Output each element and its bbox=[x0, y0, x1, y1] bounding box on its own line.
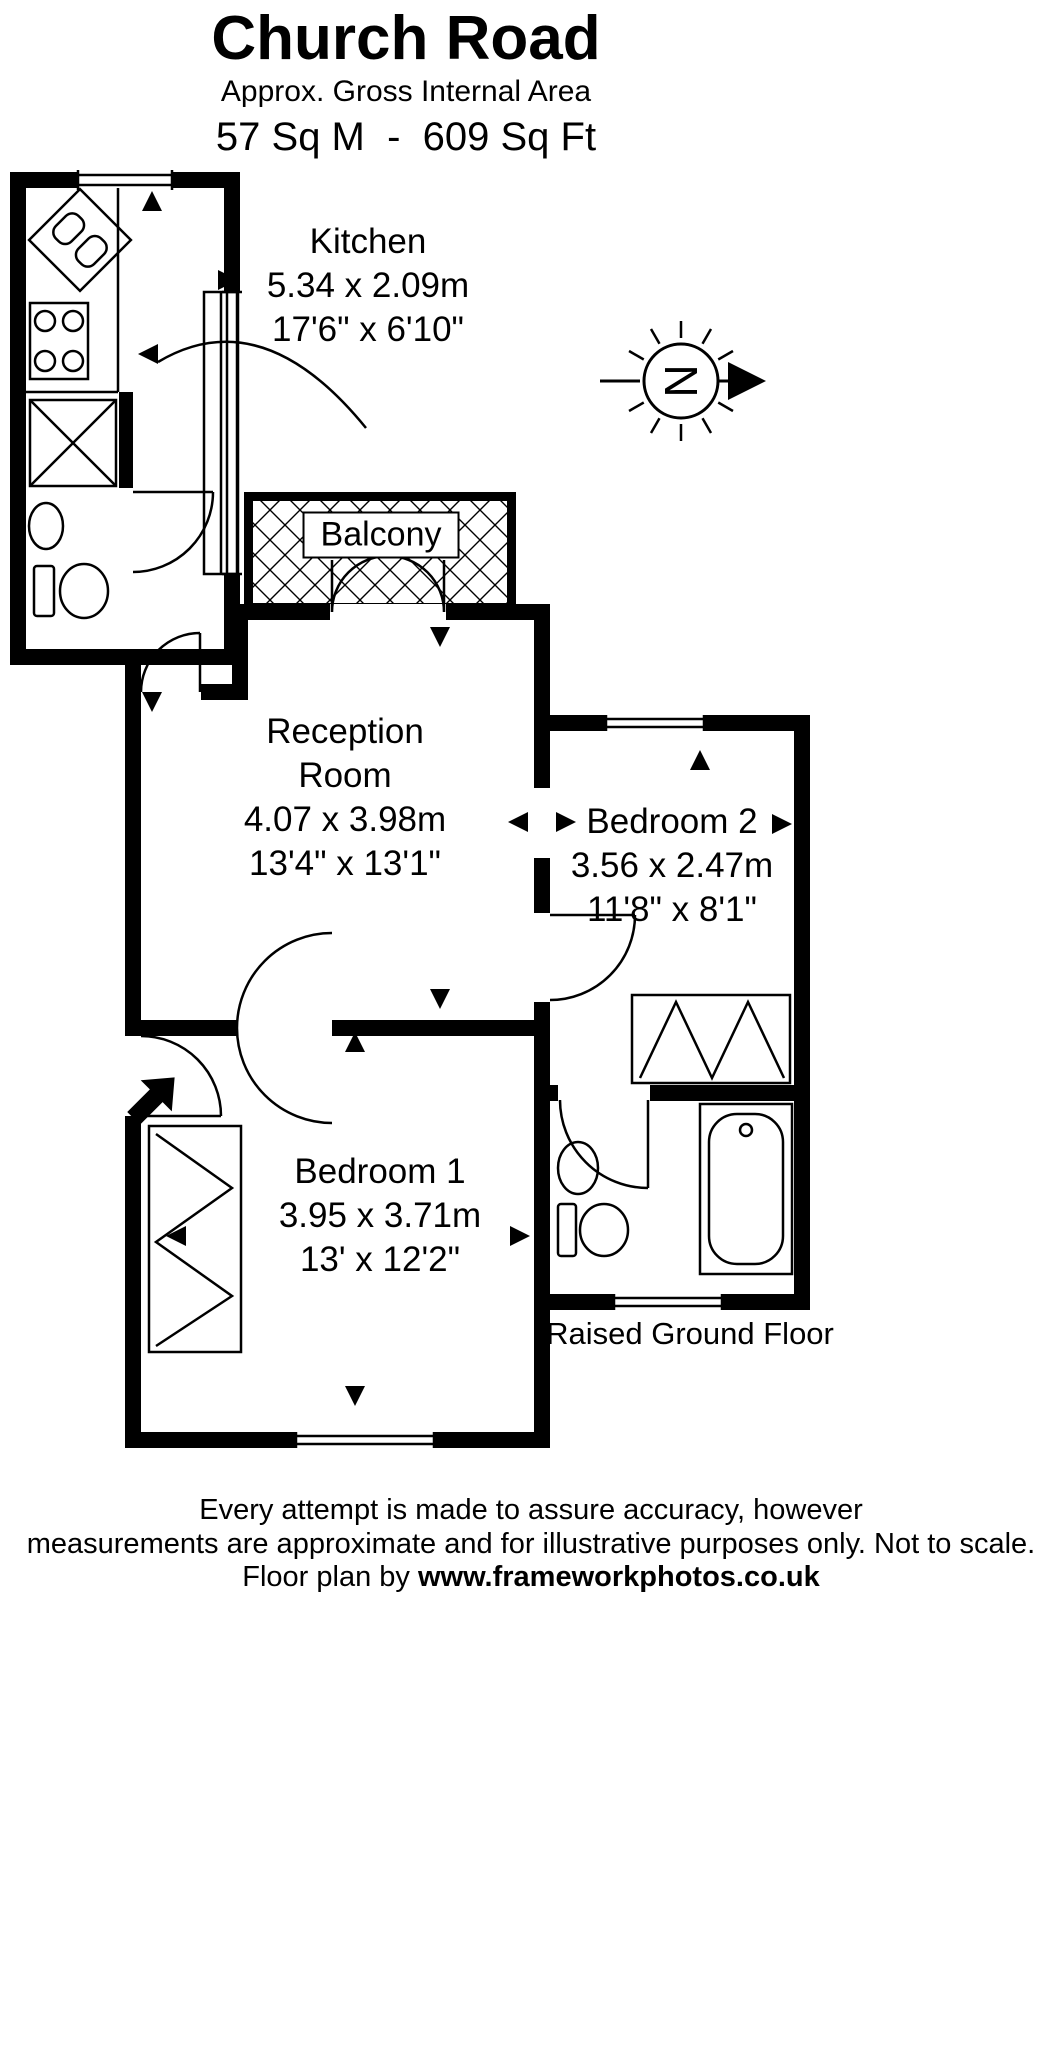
plan-header: Church Road Approx. Gross Internal Area … bbox=[0, 6, 812, 160]
credit-url: www.frameworkphotos.co.uk bbox=[417, 1561, 820, 1594]
bathroom-window bbox=[612, 1294, 724, 1310]
camera-arrow-icon bbox=[138, 344, 158, 364]
wc-door bbox=[132, 490, 215, 574]
room-dim-imperial: 13'4" x 13'1" bbox=[249, 844, 441, 884]
room-name: Bedroom 1 bbox=[294, 1152, 466, 1191]
bedroom2-wardrobe-icon bbox=[630, 993, 792, 1085]
room-dim-imperial: 17'6" x 6'10" bbox=[272, 310, 464, 350]
kitchen-fixtures bbox=[26, 187, 133, 620]
balcony-doors bbox=[330, 554, 446, 613]
bedroom1-wardrobe-icon bbox=[147, 1124, 243, 1354]
counter-line bbox=[26, 188, 120, 394]
bedroom2-door bbox=[549, 913, 637, 1002]
camera-arrow-icon bbox=[772, 814, 792, 834]
doors bbox=[132, 340, 650, 1190]
floor-name: Raised Ground Floor bbox=[546, 1316, 834, 1351]
room-dim-imperial: 11'8" x 8'1" bbox=[587, 890, 757, 930]
camera-arrow-icon bbox=[430, 989, 450, 1009]
camera-arrow-icon bbox=[508, 812, 528, 832]
camera-arrow-icon bbox=[142, 191, 162, 211]
room-dim-metric: 3.95 x 3.71m bbox=[278, 1196, 482, 1236]
reception-label: Reception Room 4.07 x 3.98m 13'4" x 13'1… bbox=[244, 710, 446, 886]
toilet-icon bbox=[32, 562, 110, 620]
windows bbox=[76, 170, 724, 1448]
bedroom1-swing-door bbox=[235, 931, 333, 1125]
hob-icon bbox=[28, 301, 90, 381]
room-dim-imperial: 13' x 12'2" bbox=[299, 1240, 461, 1280]
page-subtitle: Approx. Gross Internal Area bbox=[220, 75, 592, 109]
kitchen-label: Kitchen 5.34 x 2.09m 17'6" x 6'10" bbox=[267, 220, 469, 352]
compass-icon bbox=[600, 321, 766, 441]
bathroom-fixtures bbox=[556, 1102, 794, 1276]
kitchen-window bbox=[76, 170, 174, 190]
bathtub-icon bbox=[698, 1102, 794, 1276]
camera-arrow-icon bbox=[690, 750, 710, 770]
disclaimer-line1: Every attempt is made to assure accuracy… bbox=[199, 1494, 863, 1526]
kitchen-door-arc bbox=[157, 340, 367, 429]
room-dim-metric: 4.07 x 3.98m bbox=[243, 800, 447, 840]
wall-joint bbox=[232, 604, 248, 700]
bathroom-door bbox=[558, 1099, 650, 1190]
camera-arrow-icon bbox=[142, 692, 162, 712]
bedroom2-window bbox=[604, 715, 706, 731]
camera-arrow-icon bbox=[430, 627, 450, 647]
credit-line: Floor plan by www.frameworkphotos.co.uk bbox=[0, 1561, 1062, 1595]
hall-door bbox=[139, 631, 202, 693]
camera-arrow-icon bbox=[510, 1226, 530, 1246]
wardrobes bbox=[147, 993, 792, 1354]
room-name: Reception bbox=[266, 712, 424, 751]
bedroom2-label: Bedroom 2 3.56 x 2.47m 11'8" x 8'1" bbox=[571, 800, 773, 932]
north-arrowhead bbox=[728, 362, 766, 400]
camera-arrow-icon bbox=[345, 1032, 365, 1052]
page-title: Church Road bbox=[211, 4, 601, 73]
credit-prefix: Floor plan by bbox=[242, 1561, 418, 1594]
entry-arrow-icon bbox=[127, 1077, 175, 1125]
room-dim-metric: 5.34 x 2.09m bbox=[266, 266, 470, 306]
entry-door bbox=[140, 1034, 223, 1118]
camera-arrow-icon bbox=[556, 812, 576, 832]
shower-icon bbox=[28, 398, 118, 488]
camera-arrows bbox=[138, 191, 792, 1406]
bathroom-toilet-icon bbox=[556, 1202, 630, 1258]
balcony-label: Balcony bbox=[302, 511, 460, 559]
room-name: Room bbox=[298, 756, 392, 796]
disclaimer: Every attempt is made to assure accuracy… bbox=[0, 1494, 1062, 1595]
camera-arrow-icon bbox=[345, 1386, 365, 1406]
compass-north-label: N bbox=[655, 364, 707, 398]
room-name: Kitchen bbox=[309, 222, 427, 261]
sink-icon bbox=[27, 187, 133, 293]
basin-icon bbox=[27, 501, 65, 551]
camera-arrow-icon bbox=[166, 1226, 186, 1246]
disclaimer-line2: measurements are approximate and for ill… bbox=[26, 1527, 1036, 1560]
bedroom1-label: Bedroom 1 3.95 x 3.71m 13' x 12'2" bbox=[279, 1150, 481, 1282]
room-dim-metric: 3.56 x 2.47m bbox=[570, 846, 774, 886]
gross-area: 57 Sq M - 609 Sq Ft bbox=[215, 115, 597, 160]
bathroom-basin-icon bbox=[556, 1140, 600, 1196]
camera-arrow-icon bbox=[218, 270, 238, 290]
room-name: Bedroom 2 bbox=[586, 802, 758, 841]
bedroom1-window bbox=[294, 1432, 436, 1448]
balcony-railing bbox=[244, 492, 516, 604]
